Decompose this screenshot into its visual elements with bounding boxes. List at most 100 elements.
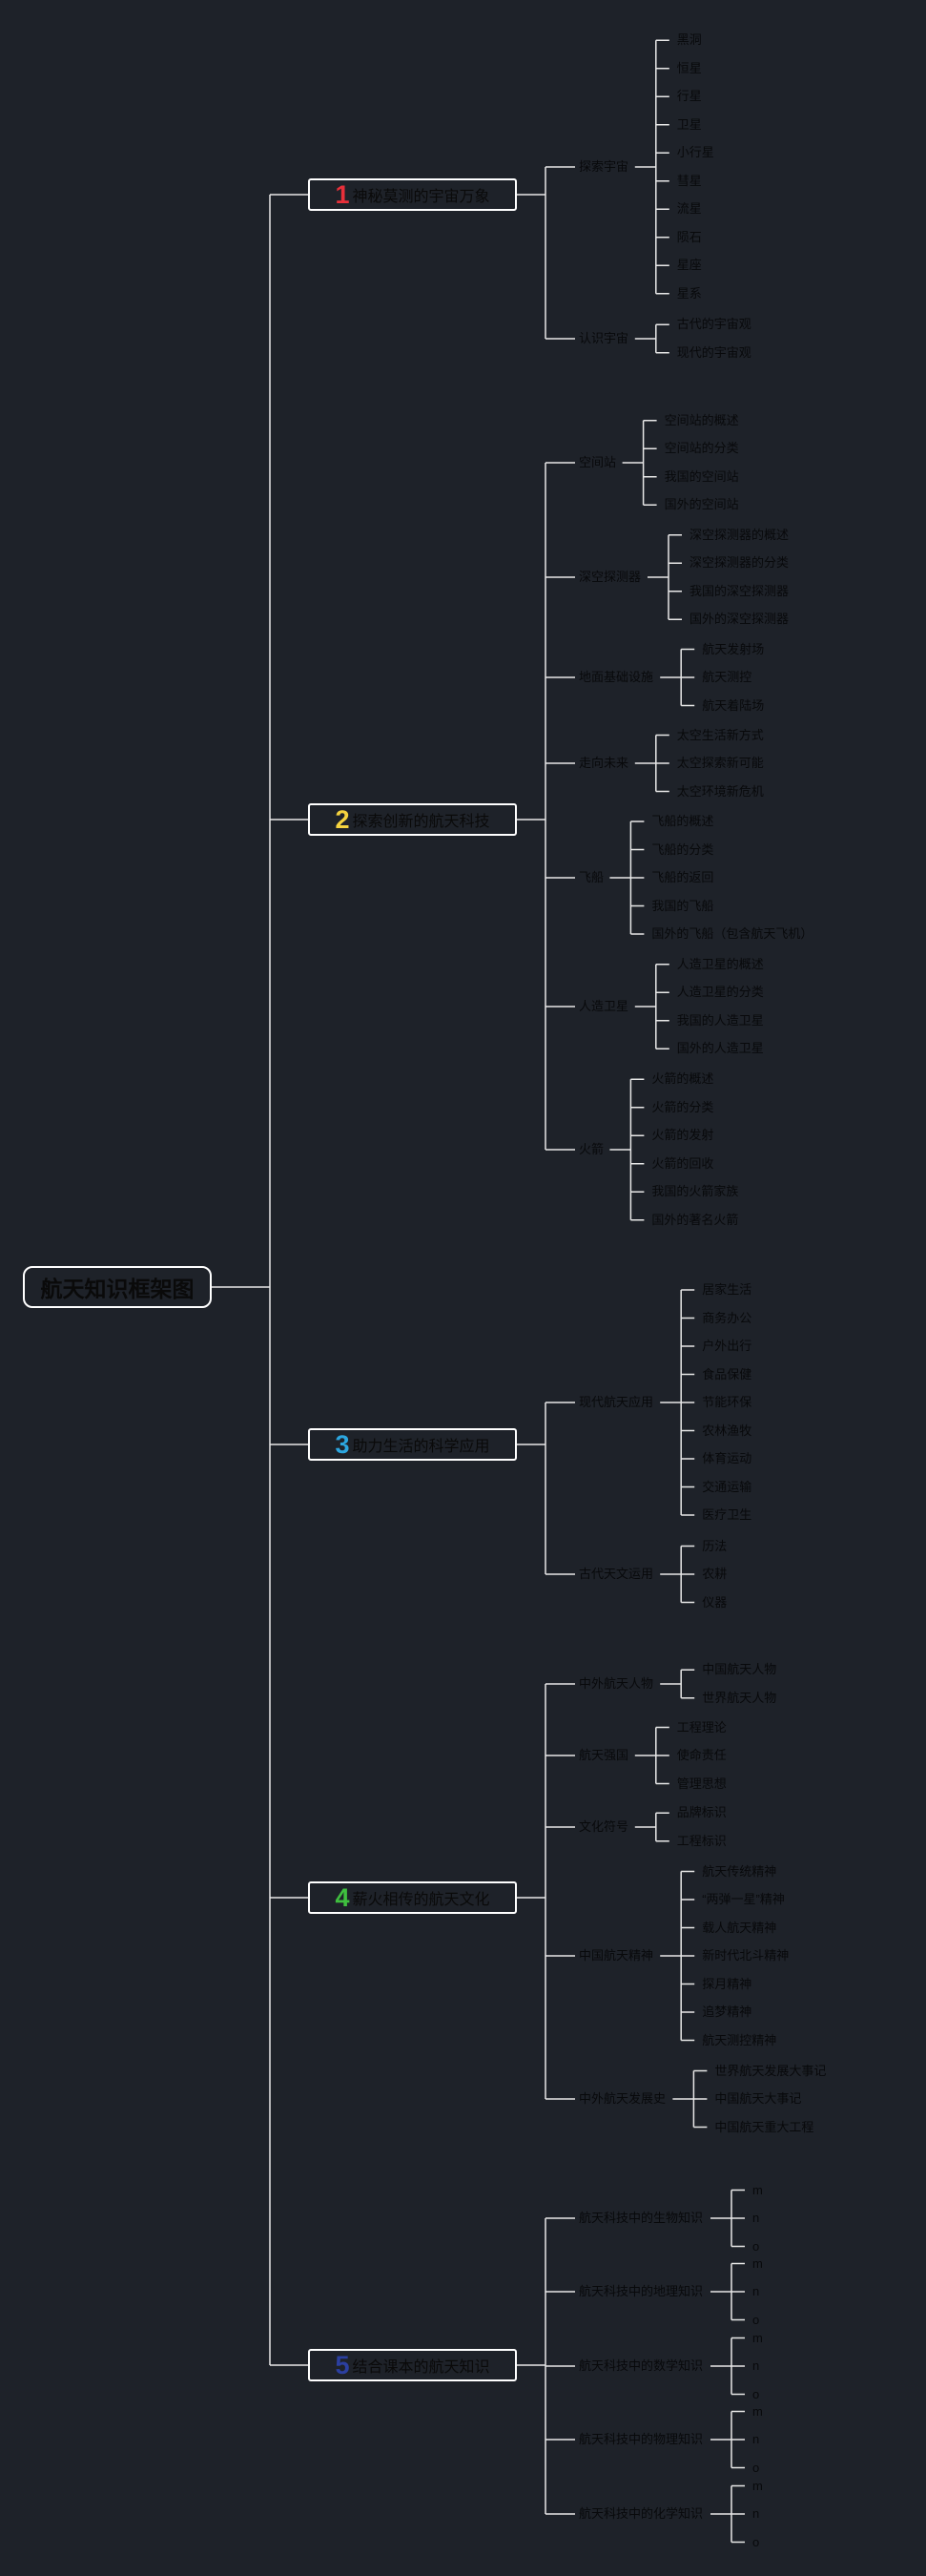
leaf-item[interactable]: 新时代北斗精神 (702, 1948, 790, 1963)
leaf-item[interactable]: o (752, 2312, 760, 2327)
leaf-item[interactable]: 体育运动 (702, 1451, 752, 1465)
leaf-item[interactable]: 中国航天大事记 (714, 2091, 802, 2106)
leaf-item[interactable]: m (752, 2330, 763, 2345)
leaf-item[interactable]: 世界航天人物 (702, 1690, 777, 1705)
leaf-item[interactable]: 飞船的概述 (651, 814, 714, 828)
leaf-item[interactable]: 我国的深空探测器 (689, 583, 790, 598)
leaf-item[interactable]: 中国航天重大工程 (714, 2119, 814, 2134)
leaf-item[interactable]: 工程理论 (676, 1719, 727, 1735)
leaf-item[interactable]: 陨石 (676, 229, 702, 244)
sub-topic[interactable]: 古代天文运用 (579, 1567, 654, 1581)
leaf-item[interactable]: 航天传统精神 (702, 1863, 777, 1879)
leaf-item[interactable]: n (752, 2432, 760, 2446)
leaf-item[interactable]: 追梦精神 (702, 2005, 752, 2019)
sub-topic[interactable]: 文化符号 (579, 1819, 629, 1834)
leaf-item[interactable]: 火箭的回收 (651, 1155, 714, 1171)
leaf-item[interactable]: 火箭的概述 (651, 1071, 714, 1087)
sub-topic[interactable]: 现代航天应用 (579, 1395, 654, 1409)
sub-topic[interactable]: 探索宇宙 (579, 159, 629, 174)
leaf-item[interactable]: 星系 (676, 285, 702, 301)
leaf-item[interactable]: 商务办公 (702, 1310, 752, 1325)
leaf-item[interactable]: m (752, 2403, 763, 2419)
root-node[interactable]: 航天知识框架图 (23, 1266, 212, 1308)
sub-topic[interactable]: 走向未来 (579, 756, 629, 770)
leaf-item[interactable]: 国外的著名火箭 (651, 1212, 739, 1227)
leaf-item[interactable]: 航天着陆场 (702, 697, 765, 713)
leaf-item[interactable]: 探月精神 (702, 1976, 752, 1991)
leaf-item[interactable]: 星座 (676, 258, 702, 273)
leaf-item[interactable]: 行星 (676, 89, 702, 104)
leaf-item[interactable]: 小行星 (676, 145, 714, 160)
leaf-item[interactable]: m (752, 2478, 763, 2493)
leaf-item[interactable]: 中国航天人物 (702, 1662, 777, 1677)
leaf-item[interactable]: 国外的空间站 (664, 497, 739, 512)
sub-topic[interactable]: 飞船 (579, 870, 605, 884)
leaf-item[interactable]: n (752, 2211, 760, 2225)
leaf-item[interactable]: 我国的火箭家族 (651, 1184, 739, 1199)
leaf-item[interactable]: 品牌标识 (676, 1805, 727, 1820)
leaf-item[interactable]: 航天测控精神 (702, 2032, 777, 2047)
sub-topic[interactable]: 深空探测器 (579, 570, 642, 584)
leaf-item[interactable]: 飞船的分类 (651, 841, 714, 857)
leaf-item[interactable]: 管理思想 (676, 1776, 727, 1791)
leaf-item[interactable]: 居家生活 (702, 1282, 752, 1297)
leaf-item[interactable]: 深空探测器的概述 (689, 527, 790, 542)
leaf-item[interactable]: 使命责任 (676, 1748, 727, 1762)
leaf-item[interactable]: 户外出行 (702, 1339, 752, 1353)
leaf-item[interactable]: 彗星 (676, 173, 702, 188)
leaf-item[interactable]: o (752, 2238, 760, 2254)
leaf-item[interactable]: 人造卫星的分类 (676, 985, 764, 1000)
sub-topic[interactable]: 人造卫星 (579, 999, 629, 1013)
leaf-item[interactable]: 流星 (676, 201, 702, 217)
leaf-item[interactable]: m (752, 2182, 763, 2197)
leaf-item[interactable]: 飞船的返回 (651, 870, 714, 884)
sub-topic[interactable]: 航天科技中的物理知识 (579, 2432, 704, 2446)
leaf-item[interactable]: 火箭的发射 (651, 1128, 714, 1143)
leaf-item[interactable]: 仪器 (702, 1594, 728, 1610)
leaf-item[interactable]: “两弹一星”精神 (702, 1892, 785, 1906)
leaf-item[interactable]: 深空探测器的分类 (689, 555, 790, 571)
leaf-item[interactable]: 食品保健 (702, 1366, 752, 1381)
leaf-item[interactable]: n (752, 2284, 760, 2298)
leaf-item[interactable]: 国外的深空探测器 (689, 612, 790, 627)
leaf-item[interactable]: n (752, 2506, 760, 2521)
leaf-item[interactable]: 载人航天精神 (702, 1920, 777, 1935)
sub-topic[interactable]: 中外航天人物 (579, 1676, 654, 1691)
leaf-item[interactable]: o (752, 2460, 760, 2475)
sub-topic[interactable]: 火箭 (579, 1142, 605, 1156)
sub-topic[interactable]: 航天科技中的化学知识 (579, 2506, 704, 2521)
sub-topic[interactable]: 认识宇宙 (579, 331, 629, 345)
leaf-item[interactable]: 我国的人造卫星 (676, 1012, 764, 1028)
sub-topic[interactable]: 空间站 (579, 455, 617, 469)
leaf-item[interactable]: 空间站的分类 (664, 441, 739, 456)
leaf-item[interactable]: 空间站的概述 (664, 412, 739, 427)
leaf-item[interactable]: 我国的空间站 (664, 468, 739, 484)
leaf-item[interactable]: 医疗卫生 (702, 1507, 752, 1522)
leaf-item[interactable]: 我国的飞船 (651, 898, 714, 913)
leaf-item[interactable]: 太空探索新可能 (676, 756, 764, 770)
leaf-item[interactable]: o (752, 2386, 760, 2401)
leaf-item[interactable]: 卫星 (676, 116, 702, 132)
leaf-item[interactable]: 工程标识 (676, 1833, 727, 1848)
leaf-item[interactable]: 人造卫星的概述 (676, 956, 764, 971)
leaf-item[interactable]: 古代的宇宙观 (676, 317, 751, 332)
leaf-item[interactable]: 航天发射场 (702, 641, 765, 656)
sub-topic[interactable]: 航天科技中的地理知识 (579, 2284, 704, 2298)
leaf-item[interactable]: 交通运输 (702, 1479, 752, 1494)
leaf-item[interactable]: 黑洞 (676, 32, 702, 48)
leaf-item[interactable]: 火箭的分类 (651, 1099, 714, 1114)
leaf-item[interactable]: 国外的人造卫星 (676, 1041, 764, 1056)
leaf-item[interactable]: 农耕 (702, 1567, 728, 1581)
sub-topic[interactable]: 航天科技中的数学知识 (579, 2358, 704, 2373)
leaf-item[interactable]: 节能环保 (702, 1395, 752, 1409)
leaf-item[interactable]: 历法 (702, 1538, 728, 1553)
leaf-item[interactable]: o (752, 2534, 760, 2549)
sub-topic[interactable]: 地面基础设施 (579, 670, 654, 684)
leaf-item[interactable]: 国外的飞船（包含航天飞机） (651, 926, 813, 941)
leaf-item[interactable]: 农林渔牧 (702, 1423, 752, 1438)
